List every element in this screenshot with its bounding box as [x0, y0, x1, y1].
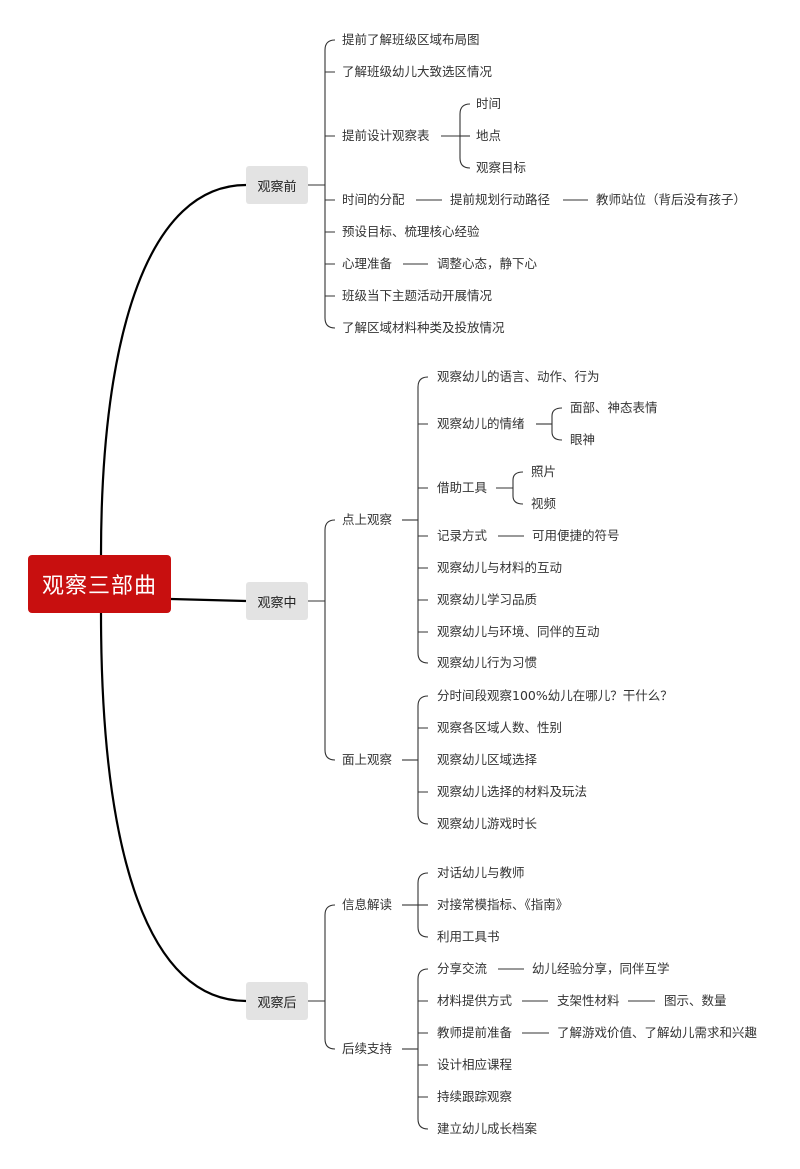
before-item[interactable]: 时间的分配: [342, 192, 405, 207]
table-child[interactable]: 观察目标: [476, 160, 527, 175]
point-item[interactable]: 记录方式: [437, 528, 488, 543]
follow-item[interactable]: 材料提供方式: [437, 993, 513, 1008]
area-item[interactable]: 分时间段观察100%幼儿在哪儿？干什么？: [437, 688, 673, 703]
point-item[interactable]: 观察幼儿与环境、同伴的互动: [437, 624, 600, 639]
material-chain-item[interactable]: 图示、数量: [664, 993, 727, 1008]
before-item[interactable]: 提前了解班级区域布局图: [342, 32, 480, 47]
record-child[interactable]: 可用便捷的符号: [532, 528, 620, 543]
area-item[interactable]: 观察各区域人数、性别: [437, 720, 563, 735]
info-item[interactable]: 对话幼儿与教师: [437, 865, 525, 880]
before-item[interactable]: 了解区域材料种类及投放情况: [342, 320, 505, 335]
emotion-child[interactable]: 面部、神态表情: [570, 400, 658, 415]
before-item[interactable]: 了解班级幼儿大致选区情况: [342, 64, 493, 79]
follow-item[interactable]: 教师提前准备: [437, 1025, 513, 1040]
before-item[interactable]: 心理准备: [342, 256, 393, 271]
before-item[interactable]: 班级当下主题活动开展情况: [342, 288, 493, 303]
point-item[interactable]: 借助工具: [437, 480, 488, 495]
mind-child[interactable]: 调整心态，静下心: [437, 256, 538, 271]
before-item[interactable]: 提前设计观察表: [342, 128, 430, 143]
tool-child[interactable]: 照片: [531, 464, 557, 479]
point-observation[interactable]: 点上观察: [342, 512, 393, 527]
before-item[interactable]: 预设目标、梳理核心经验: [342, 224, 480, 239]
follow-item[interactable]: 设计相应课程: [437, 1057, 513, 1072]
info-reading[interactable]: 信息解读: [342, 897, 393, 912]
stage-after[interactable]: 观察后: [246, 982, 308, 1020]
table-child[interactable]: 时间: [476, 96, 502, 111]
follow-item[interactable]: 分享交流: [437, 961, 488, 976]
prep-child[interactable]: 了解游戏价值、了解幼儿需求和兴趣: [557, 1025, 758, 1040]
info-item[interactable]: 利用工具书: [437, 929, 500, 944]
point-item[interactable]: 观察幼儿的情绪: [437, 416, 525, 431]
point-item[interactable]: 观察幼儿学习品质: [437, 592, 538, 607]
follow-item[interactable]: 持续跟踪观察: [437, 1089, 513, 1104]
time-chain-item[interactable]: 教师站位（背后没有孩子）: [596, 192, 747, 207]
follow-support[interactable]: 后续支持: [342, 1041, 393, 1056]
area-item[interactable]: 观察幼儿选择的材料及玩法: [437, 784, 588, 799]
point-item[interactable]: 观察幼儿与材料的互动: [437, 560, 563, 575]
root-title[interactable]: 观察三部曲: [28, 555, 171, 613]
point-item[interactable]: 观察幼儿的语言、动作、行为: [437, 369, 600, 384]
area-observation[interactable]: 面上观察: [342, 752, 393, 767]
root-to-after-curve: [99, 612, 247, 1003]
tool-child[interactable]: 视频: [531, 496, 557, 511]
root-to-before-curve: [99, 183, 247, 556]
follow-item[interactable]: 建立幼儿成长档案: [437, 1121, 538, 1136]
point-item[interactable]: 观察幼儿行为习惯: [437, 655, 538, 670]
area-item[interactable]: 观察幼儿区域选择: [437, 752, 538, 767]
area-item[interactable]: 观察幼儿游戏时长: [437, 816, 538, 831]
time-chain-item[interactable]: 提前规划行动路径: [450, 192, 551, 207]
info-item[interactable]: 对接常模指标、《指南》: [437, 897, 569, 912]
stage-during[interactable]: 观察中: [246, 582, 308, 620]
table-child[interactable]: 地点: [476, 128, 502, 143]
share-child[interactable]: 幼儿经验分享，同伴互学: [532, 961, 670, 976]
stage-before[interactable]: 观察前: [246, 166, 308, 204]
material-chain-item[interactable]: 支架性材料: [557, 993, 620, 1008]
root-to-during-line: [170, 597, 247, 603]
emotion-child[interactable]: 眼神: [570, 432, 596, 447]
